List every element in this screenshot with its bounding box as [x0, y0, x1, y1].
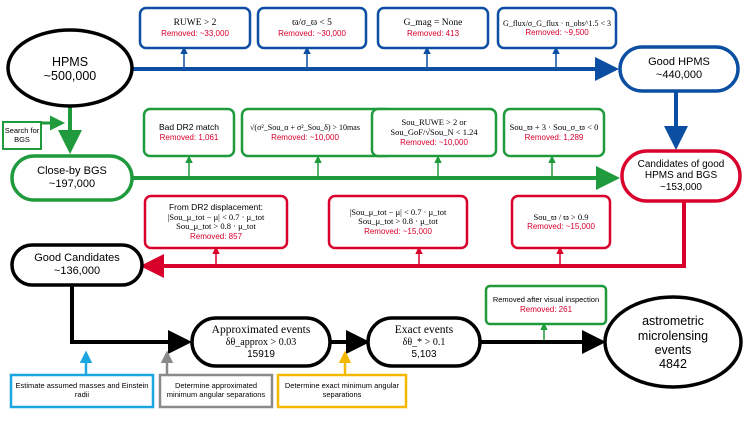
red-filter-box-3 [510, 194, 612, 250]
node-hpms-title: HPMS [51, 54, 89, 69]
green-filter-box-3 [370, 107, 498, 158]
node-candidates-shape [620, 149, 742, 203]
blue-filter-2: ϖ/σ_ϖ < 5 Removed: ~30,000 [258, 8, 366, 48]
note-masses-box [9, 373, 155, 409]
node-exact-criterion: δθ_* > 0.1 [402, 337, 446, 349]
node-hpms-shape [6, 28, 134, 108]
note-masses: Estimate assumed masses and Einstein rad… [15, 381, 149, 399]
blue-filter-1: RUWE > 2 Removed: ~33,000 [140, 8, 250, 48]
node-exact-events: Exact events δθ_* > 0.1 5,103 [368, 318, 480, 366]
node-candidates-count: ~153,000 [660, 181, 702, 193]
green-filter-3-criterion-1: Sou_RUWE > 2 or [401, 117, 467, 128]
node-hpms-count: ~500,000 [43, 69, 97, 83]
node-astrometric-shape [603, 295, 743, 389]
node-good-candidates-count: ~136,000 [53, 265, 101, 277]
visual-inspection-label: Removed after visual inspection [492, 295, 600, 305]
blue-filter-2-criterion: ϖ/σ_ϖ < 5 [292, 17, 332, 28]
node-exact-shape [366, 316, 482, 368]
node-good-hpms-count: ~440,000 [655, 69, 703, 81]
blue-filter-3-criterion: G_mag = None [403, 17, 463, 28]
blue-filter-box-2 [256, 6, 368, 50]
green-filter-box-1 [142, 107, 236, 158]
search-bgs-box [2, 121, 42, 150]
green-filter-1-criterion: Bad DR2 match [159, 122, 219, 133]
node-approx-shape [190, 316, 332, 368]
node-good-candidates: Good Candidates ~136,000 [12, 245, 142, 285]
red-filter-box-2 [327, 194, 469, 250]
arrow-good-candidates-to-approx [70, 284, 192, 354]
green-filter-3-removed: Removed: ~10,000 [400, 137, 468, 147]
blue-filter-4-criterion: G_flux/σ_G_flux · n_obs^1.5 < 3 [503, 18, 611, 28]
red-filter-2-criterion-1: |Sou_μ_tot − μ| < 0.7 · μ_tot [349, 206, 447, 217]
blue-filter-4-removed: Removed: ~9,500 [525, 28, 589, 37]
blue-filter-4: G_flux/σ_G_flux · n_obs^1.5 < 3 Removed:… [498, 8, 616, 48]
visual-inspection-removed: Removed: 261 [519, 304, 573, 314]
node-good-candidates-shape [10, 243, 144, 287]
red-filter-3: Sou_ϖ / ϖ > 0.9 Removed: ~15,000 [512, 196, 610, 248]
node-hpms: HPMS ~500,000 [20, 50, 120, 88]
green-filter-3: Sou_RUWE > 2 or Sou_GoF/√Sou_N < 1.24 Re… [372, 109, 496, 156]
red-filter-1-removed: Removed: 857 [189, 232, 243, 242]
red-filter-2-criterion-2: Sou_μ_tot > 0.8 · μ_tot [358, 216, 438, 227]
note-approx: Determine approximated minimum angular s… [166, 381, 266, 399]
node-approx-title: Approximated events [211, 323, 311, 336]
blue-filter-3: G_mag = None Removed: 413 [378, 8, 488, 48]
node-candidates-title: Candidates of good HPMS and BGS [637, 158, 725, 182]
red-filter-1-criterion-2: Sou_μ_tot > 0.8 · μ_tot [176, 221, 256, 232]
visual-inspection: Removed after visual inspection Removed:… [486, 286, 606, 324]
green-filter-3-criterion-2: Sou_GoF/√Sou_N < 1.24 [390, 126, 478, 137]
visual-inspection-box [484, 284, 608, 326]
green-filter-4: Sou_ϖ + 3 · Sou_σ_ϖ < 0 Removed: 1,289 [504, 109, 604, 156]
blue-filter-box-1 [138, 6, 252, 50]
red-filter-1-header: From DR2 displacement: [168, 201, 263, 212]
node-approx-criterion: δθ_approx > 0.03 [225, 337, 297, 349]
blue-filter-2-removed: Removed: ~30,000 [278, 28, 346, 38]
node-astrometric-count: 4842 [659, 357, 687, 372]
red-filter-1: From DR2 displacement: |Sou_μ_tot − μ| <… [145, 196, 287, 248]
green-filter-4-removed: Removed: 1,289 [524, 132, 584, 142]
green-filter-1: Bad DR2 match Removed: 1,061 [144, 109, 234, 156]
red-filter-2-removed: Removed: ~15,000 [364, 227, 432, 237]
red-filter-3-removed: Removed: ~15,000 [527, 222, 595, 232]
green-filter-2-criterion: √(σ²_Sou_α + σ²_Sou_δ) > 10mas [250, 123, 360, 133]
node-good-hpms-shape [618, 45, 740, 93]
node-close-by-shape [10, 154, 134, 202]
red-filter-1-criterion-1: |Sou_μ_tot − μ| < 0.7 · μ_tot [167, 211, 265, 222]
green-filter-2-removed: Removed: ~10,000 [271, 132, 339, 142]
search-bgs-label: Search for BGS [4, 125, 40, 144]
node-astrometric-title: astrometric microlensing events [637, 314, 709, 357]
blue-filter-1-removed: Removed: ~33,000 [161, 28, 229, 38]
note-exact: Determine exact minimum angular separati… [284, 381, 400, 399]
blue-filter-3-removed: Removed: 413 [406, 28, 460, 38]
node-close-by-count: ~197,000 [48, 178, 96, 190]
node-close-by-title: Close-by BGS [37, 165, 107, 178]
blue-filter-1-criterion: RUWE > 2 [173, 17, 217, 28]
node-astrometric: astrometric microlensing events 4842 [618, 310, 728, 376]
node-exact-count: 5,103 [411, 348, 437, 360]
node-good-hpms: Good HPMS ~440,000 [620, 47, 738, 91]
green-filter-2: √(σ²_Sou_α + σ²_Sou_δ) > 10mas Removed: … [242, 109, 368, 156]
note-exact-box [276, 373, 408, 409]
green-filter-1-removed: Removed: 1,061 [159, 132, 219, 142]
green-filter-4-criterion: Sou_ϖ + 3 · Sou_σ_ϖ < 0 [509, 122, 599, 133]
green-filter-box-4 [502, 107, 606, 158]
arrow-candidates-to-good-candidates [140, 200, 686, 278]
node-approx-events: Approximated events δθ_approx > 0.03 159… [192, 318, 330, 366]
note-approx-box [158, 373, 274, 409]
red-filter-2: |Sou_μ_tot − μ| < 0.7 · μ_tot Sou_μ_tot … [329, 196, 467, 248]
blue-filter-box-4 [496, 6, 618, 50]
red-filter-box-1 [143, 194, 289, 250]
node-approx-count: 15919 [247, 348, 275, 360]
node-close-by-bgs: Close-by BGS ~197,000 [12, 156, 132, 200]
node-good-candidates-title: Good Candidates [34, 252, 120, 265]
node-candidates: Candidates of good HPMS and BGS ~153,000 [628, 151, 734, 201]
red-filter-3-criterion: Sou_ϖ / ϖ > 0.9 [533, 211, 589, 222]
node-good-hpms-title: Good HPMS [648, 56, 710, 69]
node-exact-title: Exact events [394, 323, 454, 336]
blue-filter-box-3 [376, 6, 490, 50]
